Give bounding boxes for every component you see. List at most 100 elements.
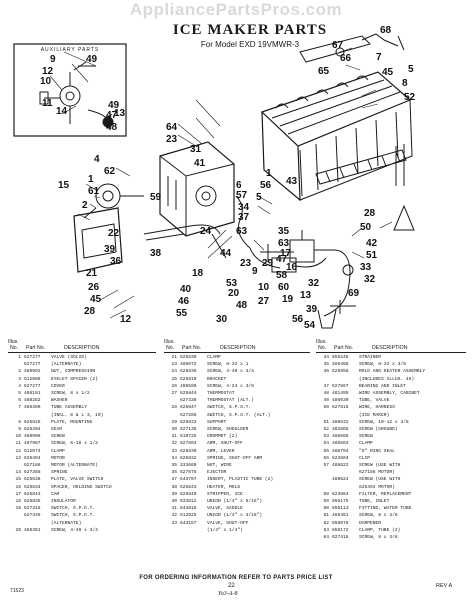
illus-header: Illus.	[164, 339, 175, 345]
callout: 64	[166, 122, 178, 133]
illus-number: 62	[323, 520, 329, 526]
illus-number: 20	[15, 527, 21, 533]
illus-number: 45	[323, 362, 329, 368]
part-number: 625844	[180, 391, 197, 397]
part-description: UNION (1/4" x 3/16")	[207, 513, 263, 519]
control-housing	[159, 141, 235, 237]
callout: 65	[318, 66, 330, 77]
part-description: STRAINER	[359, 355, 382, 360]
illus-number: 46	[323, 369, 329, 375]
part-description: PLATE, MOUNTING	[51, 419, 93, 425]
part-description: WASHER	[51, 398, 68, 404]
callout: 59	[150, 192, 162, 203]
callout: 13	[300, 290, 312, 301]
illus-number: 35	[171, 463, 177, 469]
illus-number: 2	[18, 369, 21, 375]
part-number: 627867	[332, 383, 349, 389]
part-number: 486361	[24, 527, 41, 533]
auxiliary-parts-box	[13, 43, 127, 137]
callout: 39	[306, 304, 318, 315]
illus-number	[8, 361, 24, 368]
part-description: VALVE, SADDLE	[207, 506, 243, 512]
part-number: 486992	[24, 369, 41, 375]
part-number: 512025	[180, 513, 197, 519]
parts-column-header: Illus.No.Part No.DESCRIPTION	[8, 339, 156, 353]
callout: 30	[216, 314, 228, 325]
part-description: SCREW, 8 x 3/8	[359, 535, 398, 541]
part-description: TUBE, INLET	[359, 499, 390, 505]
part-number	[332, 484, 359, 491]
illus-number: 9	[18, 427, 21, 433]
illus-number: 6	[18, 398, 21, 404]
callout: 20	[228, 288, 240, 299]
part-description: SCREW, 8-32 x 3/8	[359, 362, 406, 368]
illus-number	[316, 376, 332, 383]
illus-number: 55	[323, 448, 329, 454]
illus-number: 27	[171, 391, 177, 397]
callout: 40	[180, 284, 192, 295]
callout: 29	[262, 258, 274, 269]
illus-number: 36	[171, 470, 177, 476]
callout: 16	[286, 262, 298, 273]
description-header: DESCRIPTION	[372, 345, 408, 351]
parts-row: (ALTERNATE)	[8, 520, 156, 527]
part-description: SCREW, 6-18 x 1/2	[51, 441, 98, 447]
part-description: SCREW (USE WITH	[359, 477, 401, 483]
parts-row: 625494 MOTOR)	[316, 484, 466, 491]
part-number: 488282	[24, 398, 41, 404]
part-description: TUBE ASSEMBLY	[51, 405, 87, 411]
part-description: EYELET SPACER (2)	[51, 376, 98, 382]
part-number: 482865	[332, 427, 349, 433]
leader-lines	[49, 47, 393, 319]
illus-number: 13	[15, 455, 21, 461]
handwritten-mark: Yo3-A-8	[218, 591, 238, 597]
parts-row: 627277(ALTERNATE)	[8, 361, 156, 368]
ordering-note: FOR ORDERING INFORMATION REFER TO PARTS …	[139, 575, 333, 581]
part-number: 627338	[180, 398, 197, 404]
callout: 56	[260, 180, 272, 191]
illus-number	[164, 527, 180, 534]
part-no-header: Part No.	[334, 345, 354, 351]
illus-number: 28	[171, 405, 177, 411]
callout: 13	[114, 108, 126, 119]
part-number: 625856	[332, 369, 349, 375]
auxiliary-parts-label: AUXILIARY PARTS	[40, 47, 100, 53]
illus-number	[316, 469, 332, 476]
callout: 5	[408, 64, 414, 75]
parts-column-header: Illus.No.Part No.DESCRIPTION	[164, 339, 310, 353]
part-description: CAM	[51, 491, 60, 497]
callout: 55	[176, 308, 188, 319]
no-header: No.	[10, 345, 19, 351]
callout: 61	[88, 186, 100, 197]
callout: 49	[86, 54, 98, 65]
part-number: 486468	[332, 362, 349, 368]
callout: 34	[238, 202, 250, 213]
part-description: THERMOSTAT (ALT.)	[207, 398, 254, 404]
illus-number: 47	[323, 383, 329, 389]
part-description: STRIPPER, ICE	[207, 491, 243, 497]
part-number	[180, 527, 207, 534]
